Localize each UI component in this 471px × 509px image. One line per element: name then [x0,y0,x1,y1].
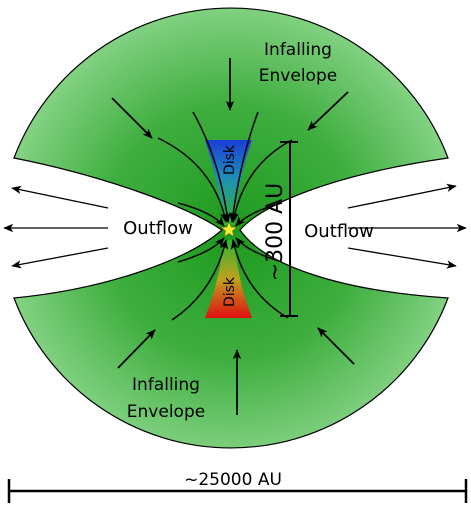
outflow-right-label: Outflow [304,221,374,242]
outflow-arrow [11,185,109,209]
streamline [230,239,289,319]
outflow-left-label: Outflow [123,218,193,239]
disk-top [205,140,252,225]
infall-arrow [111,97,153,139]
outflow-arrows [3,183,467,269]
streamline [171,239,228,321]
streamline [235,237,283,263]
infall-streamlines [157,111,293,321]
disk-scale-label: ~300 AU [263,183,288,282]
protostar-icon [220,221,238,238]
envelope-top-label-line2: Envelope [259,66,337,86]
streamline [177,237,225,263]
envelope-top-label-line1: Infalling [264,40,332,60]
disk-top-label: Disk [222,144,238,175]
outflow-arrow [11,247,109,269]
infall-arrow [307,91,349,131]
streamline [235,202,283,227]
envelope-bottom-label-line1: Infalling [132,375,200,395]
envelope-scale-label: ~25000 AU [184,470,282,490]
envelope-arrows [111,58,355,415]
streamline [177,202,225,227]
envelope-bottom-label-line2: Envelope [127,402,205,422]
infall-arrow [117,329,156,369]
streamline [192,111,231,223]
outflow-arrow [347,247,457,269]
streamline [229,111,259,223]
streamline [230,139,293,223]
outflow-arrow [347,183,457,209]
disk-scale-bar [280,141,298,317]
disk-bottom-label: Disk [222,276,238,307]
infall-arrow [317,327,355,365]
streamline [157,137,229,223]
envelope-scale-bar [7,479,468,503]
disk-bottom [205,240,252,318]
